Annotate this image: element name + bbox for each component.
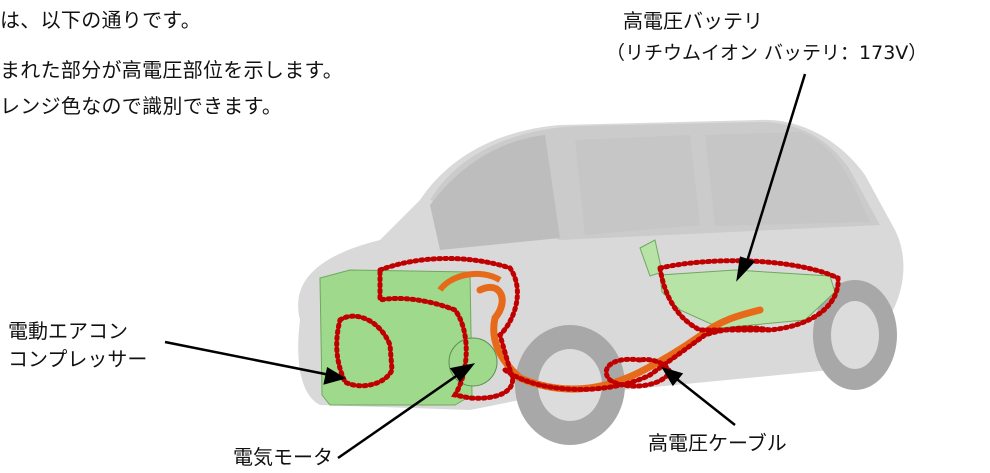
intro-line-1: は、以下の通りです。	[0, 8, 201, 32]
battery-label-title: 高電圧バッテリ	[623, 9, 763, 33]
arrowhead-battery	[736, 256, 756, 282]
side-window-front	[575, 135, 700, 235]
leader-lines	[164, 73, 807, 460]
high-voltage-outlines	[334, 256, 841, 401]
ac-compressor-label-line-1: 電動エアコン	[8, 319, 128, 343]
rear-wheel-hub	[831, 301, 879, 369]
electric-motor-label: 電気モータ	[233, 445, 333, 469]
arrowhead-ac	[323, 367, 347, 385]
outline-cable	[502, 325, 773, 392]
leader-ac	[164, 340, 331, 377]
leader-cable	[672, 375, 736, 426]
arrowhead-motor	[449, 363, 476, 383]
intro-line-3: レンジ色なので識別できます。	[0, 94, 283, 118]
outline-front-unit	[377, 256, 520, 401]
windshield	[430, 135, 560, 250]
intro-line-2: まれた部分が高電圧部位を示します。	[0, 58, 344, 82]
hv-cable-label: 高電圧ケーブル	[648, 431, 787, 455]
outline-ac-compressor	[334, 313, 395, 389]
ac-compressor-label-line-2: コンプレッサー	[8, 347, 148, 371]
leader-battery	[743, 73, 807, 269]
ac-compressor-block	[319, 269, 473, 406]
electric-motor-disc	[448, 337, 498, 387]
battery-label-detail: （リチウムイオン バッテリ：173V）	[606, 42, 928, 64]
arrowhead-cable	[661, 366, 684, 387]
leader-motor	[337, 370, 463, 460]
hv-cable-top	[437, 270, 502, 292]
side-window-rear	[705, 132, 870, 226]
front-wheel-hub	[538, 349, 602, 421]
